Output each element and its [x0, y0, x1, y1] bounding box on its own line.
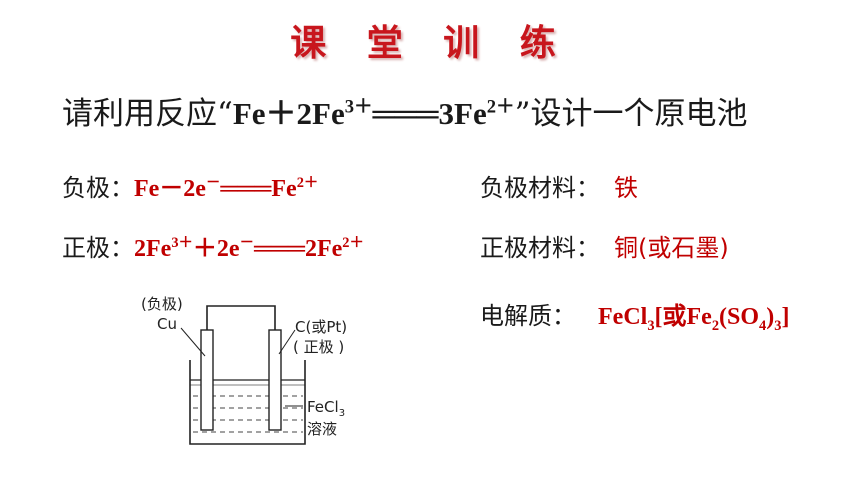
negative-electrode-row: 负极：Fe－2e－═══Fe2＋ [62, 168, 318, 203]
prompt-lead: 请利用反应“ [62, 96, 233, 132]
solution-name-label: 溶液 [307, 420, 337, 438]
beaker [189, 360, 306, 445]
right-electrode-sign-label: ( 正极 ) [293, 338, 344, 356]
positive-electrode-equation: 2Fe3＋＋2e－═══2Fe2＋ [134, 235, 364, 262]
copper-electrode [200, 329, 214, 431]
prompt-reaction: Fe＋2Fe3＋═══3Fe2＋ [232, 96, 515, 131]
slide-title: 课 堂 训 练 [290, 23, 570, 64]
c-leader [278, 329, 296, 355]
negative-electrode-equation: Fe－2e－═══Fe2＋ [134, 175, 319, 202]
galvanic-cell-diagram: (负极) Cu C(或Pt) ( 正极 ) FeCl3 溶液 [141, 295, 347, 445]
carbon-electrode [268, 329, 282, 431]
positive-material-label: 正极材料： [480, 234, 600, 262]
left-electrode-material-label: Cu [157, 315, 177, 333]
solution-formula-label: FeCl3 [307, 398, 345, 419]
positive-material-value: 铜(或石墨) [614, 234, 729, 262]
electrolyte-row: 电解质： FeCl3[或Fe2(SO4)3] [480, 296, 790, 334]
positive-electrode-label: 正极： [62, 234, 134, 262]
right-electrode-material-label: C(或Pt) [295, 318, 347, 336]
cu-leader [180, 327, 206, 357]
external-wire [206, 305, 276, 330]
task-prompt: 请利用反应“Fe＋2Fe3＋═══3Fe2＋”设计一个原电池 [62, 88, 748, 133]
negative-material-value: 铁 [614, 174, 638, 202]
electrolyte-label: 电解质： [480, 302, 576, 330]
negative-material-row: 负极材料： 铁 [480, 168, 638, 203]
prompt-tail: ”设计一个原电池 [514, 96, 748, 132]
electrolyte-value: FeCl3[或Fe2(SO4)3] [598, 304, 790, 334]
left-electrode-sign-label: (负极) [141, 295, 183, 313]
negative-electrode-label: 负极： [62, 174, 134, 202]
positive-electrode-row: 正极：2Fe3＋＋2e－═══2Fe2＋ [62, 228, 364, 263]
positive-material-row: 正极材料： 铜(或石墨) [480, 228, 729, 263]
negative-material-label: 负极材料： [480, 174, 600, 202]
